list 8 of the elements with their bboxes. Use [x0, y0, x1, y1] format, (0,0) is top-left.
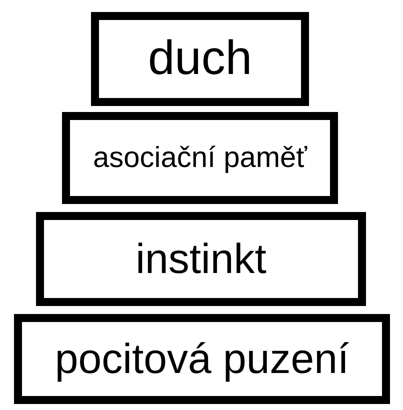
level-label: asociační paměť — [93, 144, 307, 172]
level-label: instinkt — [136, 238, 266, 280]
pyramid-level — [14, 314, 390, 404]
pyramid-level — [36, 212, 366, 306]
pyramid-level — [91, 12, 309, 106]
level-label: pocitová puzení — [54, 338, 350, 380]
pyramid-level — [62, 112, 338, 204]
level-label: duch — [148, 35, 252, 83]
